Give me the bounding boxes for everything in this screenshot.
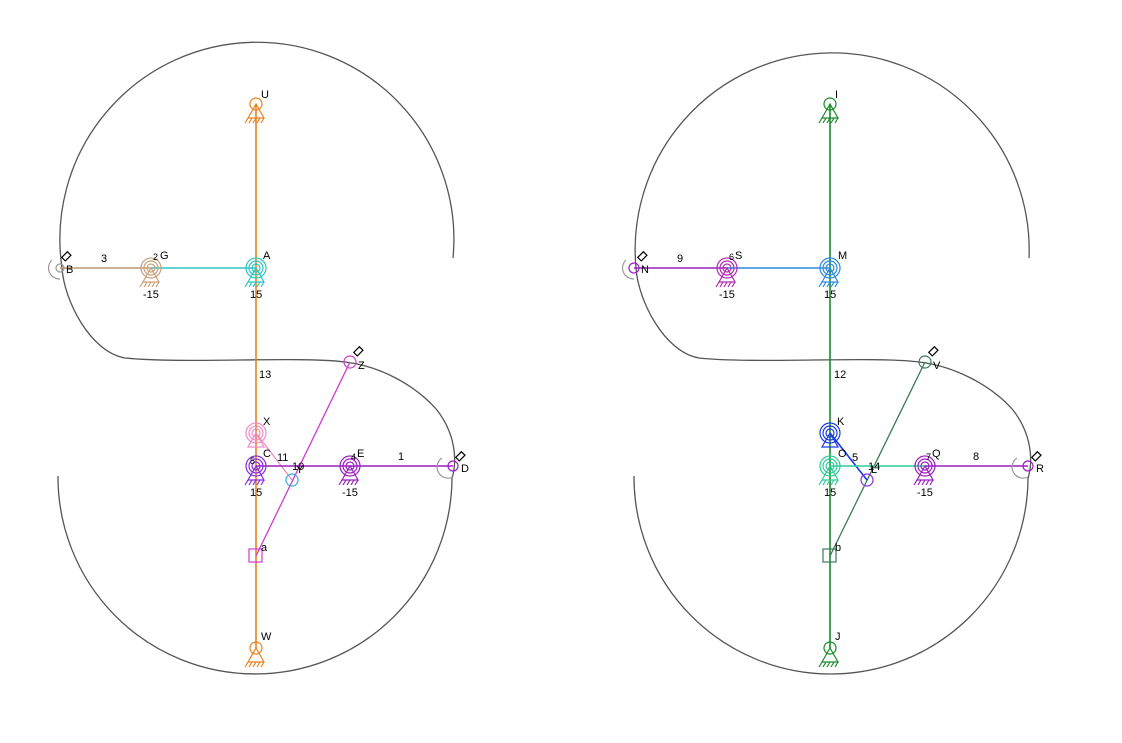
ground-C — [244, 455, 267, 486]
label-C: C — [263, 448, 271, 460]
ground-X — [245, 422, 267, 448]
ground-O — [818, 455, 841, 486]
label-W: W — [261, 631, 272, 643]
label-B: B — [66, 264, 73, 276]
ground-E — [338, 455, 361, 486]
joint-Y — [285, 473, 299, 487]
small-id-6: 6 — [729, 252, 734, 262]
angle-label-E: -15 — [342, 487, 358, 499]
label-E: E — [357, 448, 364, 460]
joint-R — [1011, 450, 1042, 479]
link-label-3: 3 — [101, 253, 107, 265]
small-id-5: 5 — [250, 456, 255, 466]
ground-K — [819, 422, 841, 448]
label-Q: Q — [932, 448, 941, 460]
label-D: D — [461, 463, 469, 475]
label-G: G — [160, 250, 169, 262]
label-a: a — [261, 542, 268, 554]
angle-label-A: 15 — [250, 289, 262, 301]
ground-J — [818, 641, 840, 668]
label-X: X — [263, 416, 271, 428]
link-label-1: 1 — [398, 451, 404, 463]
link-magenta-Za — [255, 361, 351, 557]
link-label-14: 14 — [868, 461, 880, 473]
link-label-11: 11 — [277, 452, 288, 464]
label-K: K — [837, 416, 845, 428]
small-id-7: 7 — [926, 452, 931, 462]
angle-label-S: -15 — [719, 289, 735, 301]
joint-B — [47, 250, 72, 280]
left-mechanism: U A G B Z X C Y E D a W 3 13 11 10 1 -15… — [47, 41, 469, 675]
label-M: M — [838, 250, 847, 262]
label-S: S — [735, 250, 742, 262]
ground-I — [818, 97, 840, 124]
small-id-2: 2 — [153, 252, 158, 262]
label-Y: Y — [296, 464, 304, 476]
link-blue-KL — [829, 432, 868, 481]
ground-W — [244, 641, 266, 668]
label-A: A — [263, 250, 271, 262]
ground-A — [244, 257, 267, 288]
label-J: J — [835, 631, 841, 643]
label-I: I — [835, 89, 838, 101]
ground-Q — [913, 455, 936, 486]
slider-a — [248, 548, 263, 563]
joint-L — [860, 473, 874, 487]
link-label-9: 9 — [677, 253, 683, 265]
joint-Z — [343, 345, 364, 369]
link-label-12: 12 — [834, 369, 846, 381]
link-label-10: 10 — [292, 461, 304, 473]
label-R: R — [1036, 463, 1044, 475]
angle-label-C: 15 — [250, 487, 262, 499]
slider-b — [822, 548, 837, 563]
ground-M — [818, 257, 841, 288]
coupler-curve — [57, 41, 456, 675]
angle-label-M: 15 — [824, 289, 836, 301]
label-Z: Z — [358, 360, 365, 372]
link-label-13: 13 — [259, 369, 271, 381]
label-U: U — [261, 89, 269, 101]
ground-U — [244, 97, 266, 124]
link-slategreen-Vb — [829, 361, 926, 557]
link-label-8: 8 — [973, 451, 979, 463]
angle-label-O: 15 — [824, 487, 836, 499]
joint-D — [436, 450, 466, 479]
joint-N — [621, 250, 648, 280]
link-label-5: 5 — [852, 452, 858, 464]
angle-label-Q: -15 — [917, 487, 933, 499]
angle-label-G: -15 — [143, 289, 159, 301]
label-L: L — [871, 464, 877, 476]
ground-S — [715, 257, 738, 288]
label-N: N — [641, 264, 649, 276]
small-id-4: 4 — [351, 452, 356, 462]
label-O: O — [838, 448, 847, 460]
label-b: b — [835, 542, 841, 554]
ground-G — [139, 257, 162, 288]
joint-V — [918, 345, 939, 369]
right-mechanism: I M S N V K O L Q R b J 9 12 5 14 8 -15 … — [621, 52, 1044, 675]
coupler-curve — [633, 52, 1032, 675]
label-V: V — [933, 360, 941, 372]
